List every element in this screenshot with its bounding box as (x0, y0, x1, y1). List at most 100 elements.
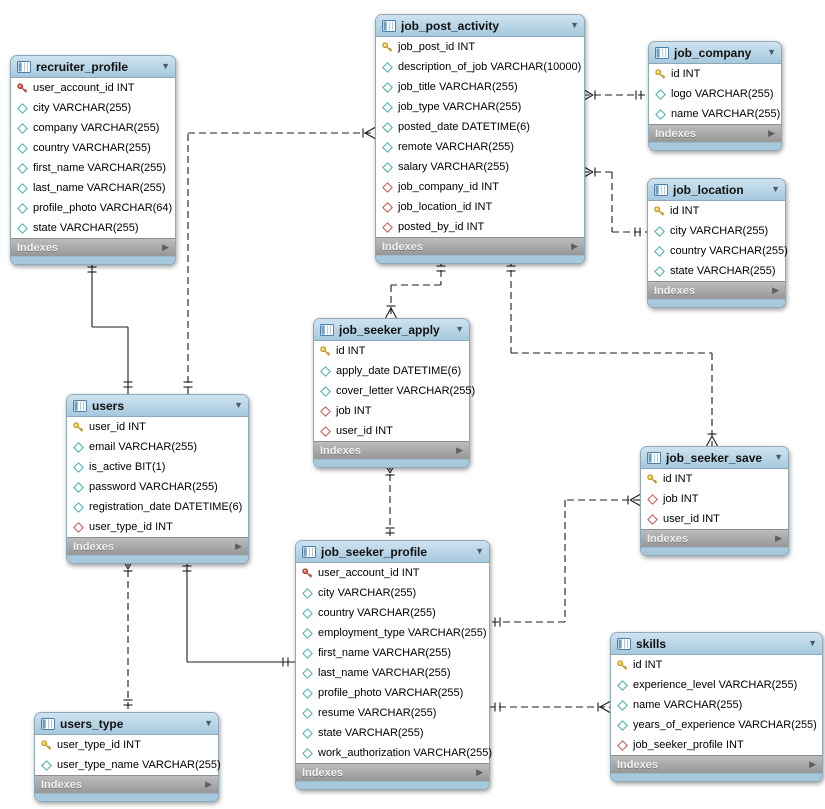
column-row-state[interactable]: state VARCHAR(255) (11, 218, 175, 238)
column-row-profile_photo[interactable]: profile_photo VARCHAR(64) (11, 198, 175, 218)
table-skills[interactable]: skills▼ id INT experience_level VARCHAR(… (610, 632, 823, 782)
column-row-profile_photo[interactable]: profile_photo VARCHAR(255) (296, 683, 489, 703)
column-row-country[interactable]: country VARCHAR(255) (648, 241, 788, 261)
column-row-years_of_experience[interactable]: years_of_experience VARCHAR(255) (611, 715, 822, 735)
indexes-footer[interactable]: Indexes▶ (648, 281, 785, 299)
relationship-users-job_seeker_profile[interactable] (182, 559, 296, 667)
table-users_type[interactable]: users_type▼ user_type_id INT user_type_n… (34, 712, 221, 802)
column-row-cover_letter[interactable]: cover_letter VARCHAR(255) (314, 381, 475, 401)
column-row-email[interactable]: email VARCHAR(255) (67, 437, 248, 457)
column-row-city[interactable]: city VARCHAR(255) (296, 583, 489, 603)
table-header[interactable]: job_seeker_save▼ (641, 447, 788, 469)
column-row-job[interactable]: job INT (314, 401, 469, 421)
column-row-name[interactable]: name VARCHAR(255) (649, 104, 781, 124)
table-job_post_activity[interactable]: job_post_activity▼ job_post_id INT descr… (375, 14, 585, 264)
column-row-state[interactable]: state VARCHAR(255) (648, 261, 785, 281)
column-row-last_name[interactable]: last_name VARCHAR(255) (11, 178, 175, 198)
column-row-description_of_job[interactable]: description_of_job VARCHAR(10000) (376, 57, 584, 77)
indexes-footer[interactable]: Indexes▶ (35, 775, 218, 793)
column-row-job_location_id[interactable]: job_location_id INT (376, 197, 584, 217)
indexes-footer[interactable]: Indexes▶ (67, 537, 248, 555)
relationship-job_seeker_save-job_seeker_profile[interactable] (488, 494, 641, 627)
collapse-arrow-icon[interactable]: ▼ (204, 718, 213, 728)
column-row-posted_by_id[interactable]: posted_by_id INT (376, 217, 584, 237)
column-row-salary[interactable]: salary VARCHAR(255) (376, 157, 584, 177)
table-job_seeker_save[interactable]: job_seeker_save▼ id INT job INT user_id … (640, 446, 789, 556)
indexes-footer[interactable]: Indexes▶ (296, 763, 489, 781)
table-header[interactable]: job_company▼ (649, 42, 781, 64)
column-row-id[interactable]: id INT (648, 201, 785, 221)
column-row-password[interactable]: password VARCHAR(255) (67, 477, 248, 497)
column-row-job_type[interactable]: job_type VARCHAR(255) (376, 97, 584, 117)
column-row-state[interactable]: state VARCHAR(255) (296, 723, 489, 743)
column-row-logo[interactable]: logo VARCHAR(255) (649, 84, 781, 104)
column-row-remote[interactable]: remote VARCHAR(255) (376, 137, 584, 157)
column-row-user_type_id[interactable]: user_type_id INT (35, 735, 218, 755)
relationship-recruiter_profile-users[interactable] (87, 260, 133, 394)
expand-arrow-icon[interactable]: ▶ (571, 241, 578, 251)
column-row-job[interactable]: job INT (641, 489, 788, 509)
table-header[interactable]: job_location▼ (648, 179, 785, 201)
column-row-name[interactable]: name VARCHAR(255) (611, 695, 822, 715)
column-row-user_id[interactable]: user_id INT (641, 509, 788, 529)
column-row-resume[interactable]: resume VARCHAR(255) (296, 703, 489, 723)
column-row-employment_type[interactable]: employment_type VARCHAR(255) (296, 623, 489, 643)
table-users[interactable]: users▼ user_id INT email VARCHAR(255) is… (66, 394, 249, 564)
table-job_seeker_profile[interactable]: job_seeker_profile▼ user_account_id INT … (295, 540, 492, 790)
column-row-country[interactable]: country VARCHAR(255) (296, 603, 489, 623)
indexes-footer[interactable]: Indexes▶ (11, 238, 175, 256)
column-row-first_name[interactable]: first_name VARCHAR(255) (296, 643, 489, 663)
column-row-id[interactable]: id INT (611, 655, 822, 675)
relationship-job_post_activity-job_company[interactable] (582, 89, 648, 101)
column-row-id[interactable]: id INT (314, 341, 469, 361)
relationship-job_post_activity-job_location[interactable] (582, 166, 647, 237)
table-header[interactable]: job_seeker_apply▼ (314, 319, 469, 341)
column-row-company[interactable]: company VARCHAR(255) (11, 118, 175, 138)
relationship-job_seeker_apply-job_seeker_profile[interactable] (384, 462, 396, 540)
expand-arrow-icon[interactable]: ▶ (768, 128, 775, 138)
collapse-arrow-icon[interactable]: ▼ (161, 61, 170, 71)
relationship-job_post_activity-job_seeker_apply[interactable] (385, 259, 446, 319)
column-row-user_account_id[interactable]: user_account_id INT (11, 78, 175, 98)
table-job_seeker_apply[interactable]: job_seeker_apply▼ id INT apply_date DATE… (313, 318, 475, 468)
expand-arrow-icon[interactable]: ▶ (809, 759, 816, 769)
column-row-apply_date[interactable]: apply_date DATETIME(6) (314, 361, 469, 381)
expand-arrow-icon[interactable]: ▶ (476, 767, 483, 777)
column-row-id[interactable]: id INT (641, 469, 788, 489)
indexes-footer[interactable]: Indexes▶ (611, 755, 822, 773)
column-row-job_post_id[interactable]: job_post_id INT (376, 37, 584, 57)
column-row-job_title[interactable]: job_title VARCHAR(255) (376, 77, 584, 97)
column-row-user_account_id[interactable]: user_account_id INT (296, 563, 489, 583)
collapse-arrow-icon[interactable]: ▼ (475, 546, 484, 556)
column-row-is_active[interactable]: is_active BIT(1) (67, 457, 248, 477)
expand-arrow-icon[interactable]: ▶ (775, 533, 782, 543)
table-header[interactable]: users_type▼ (35, 713, 218, 735)
collapse-arrow-icon[interactable]: ▼ (808, 638, 817, 648)
column-row-user_id[interactable]: user_id INT (314, 421, 469, 441)
relationship-users-job_post_activity[interactable] (183, 127, 376, 395)
relationship-job_post_activity-job_seeker_save[interactable] (506, 259, 718, 447)
table-job_company[interactable]: job_company▼ id INT logo VARCHAR(255) na… (648, 41, 782, 151)
column-row-job_seeker_profile[interactable]: job_seeker_profile INT (611, 735, 822, 755)
collapse-arrow-icon[interactable]: ▼ (771, 184, 780, 194)
column-row-user_type_name[interactable]: user_type_name VARCHAR(255) (35, 755, 221, 775)
relationship-job_seeker_profile-skills[interactable] (488, 701, 611, 713)
table-header[interactable]: job_seeker_profile▼ (296, 541, 489, 563)
column-row-work_authorization[interactable]: work_authorization VARCHAR(255) (296, 743, 492, 763)
indexes-footer[interactable]: Indexes▶ (649, 124, 781, 142)
expand-arrow-icon[interactable]: ▶ (456, 445, 463, 455)
column-row-id[interactable]: id INT (649, 64, 781, 84)
column-row-registration_date[interactable]: registration_date DATETIME(6) (67, 497, 248, 517)
collapse-arrow-icon[interactable]: ▼ (570, 20, 579, 30)
expand-arrow-icon[interactable]: ▶ (205, 779, 212, 789)
relationship-users-users_type[interactable] (122, 558, 134, 712)
expand-arrow-icon[interactable]: ▶ (772, 285, 779, 295)
column-row-country[interactable]: country VARCHAR(255) (11, 138, 175, 158)
table-header[interactable]: users▼ (67, 395, 248, 417)
collapse-arrow-icon[interactable]: ▼ (774, 452, 783, 462)
column-row-city[interactable]: city VARCHAR(255) (648, 221, 785, 241)
table-recruiter_profile[interactable]: recruiter_profile▼ user_account_id INT c… (10, 55, 176, 265)
column-row-user_type_id[interactable]: user_type_id INT (67, 517, 248, 537)
indexes-footer[interactable]: Indexes▶ (641, 529, 788, 547)
collapse-arrow-icon[interactable]: ▼ (234, 400, 243, 410)
